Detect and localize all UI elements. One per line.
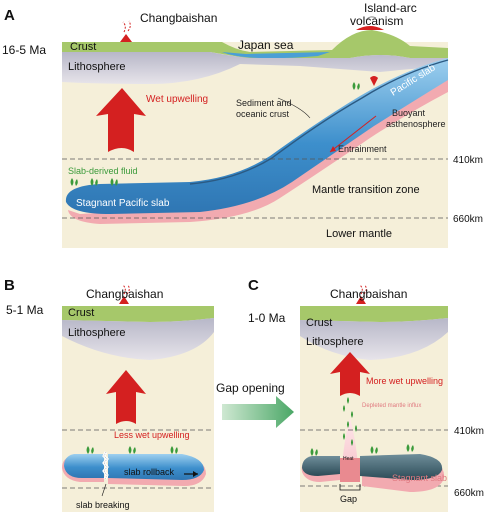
changbaishan-label-b: Changbaishan — [86, 287, 163, 301]
changbaishan-volcano-icon-c — [356, 296, 366, 304]
slab-fluid-drops-a — [70, 82, 360, 186]
wet-upwelling-arrow — [96, 88, 146, 152]
rollback-label: slab rollback — [124, 467, 175, 477]
oceanic-crust-line — [189, 59, 449, 185]
island-arc-line2: volcanism — [350, 14, 403, 28]
arc-melt-icon — [370, 76, 378, 86]
mtz-label: Mantle transition zone — [312, 184, 420, 196]
crust-b — [62, 306, 214, 322]
lithosphere-b — [62, 318, 214, 360]
entrainment-arrow — [329, 115, 377, 153]
stagnant-slab-label-c: Stagnant slab — [392, 473, 447, 483]
crust-a — [62, 30, 448, 58]
gap-label: Gap — [340, 494, 357, 504]
panel-c-letter: C — [248, 277, 259, 294]
crust-label-a: Crust — [70, 41, 96, 53]
gap-bracket — [339, 484, 361, 491]
crust-label-b: Crust — [68, 307, 94, 319]
lithosphere-label-a: Lithosphere — [68, 61, 126, 73]
less-wet-upwelling-arrow — [106, 370, 146, 424]
gap-opening-label: Gap opening — [216, 381, 285, 395]
depleted-mantle-plume — [342, 418, 358, 466]
heat-label: Heat — [343, 456, 354, 462]
arc-smoke-icon — [365, 16, 377, 21]
slab-fluid-drops-b — [86, 446, 178, 454]
arc-volcano-icon — [356, 26, 384, 30]
lithosphere-a — [62, 52, 448, 84]
slab-left-c — [302, 456, 340, 476]
entrainment-label: Entrainment — [338, 144, 387, 154]
slab-crack-outline — [103, 451, 108, 480]
wet-upwelling-label: Wet upwelling — [146, 94, 208, 105]
panel-a-age: 16-5 Ma — [2, 43, 46, 57]
japan-sea-water — [222, 52, 330, 59]
lithosphere-label-c: Lithosphere — [306, 336, 364, 348]
changbaishan-label-c: Changbaishan — [330, 287, 407, 301]
eruption-icon-a — [122, 20, 131, 33]
changbaishan-volcano-icon-a — [120, 34, 132, 42]
panel-c-age: 1-0 Ma — [248, 311, 286, 325]
depleted-influx-label: Depleted mantle influx — [362, 403, 421, 409]
more-wet-upwelling-label: More wet upwelling — [366, 376, 443, 386]
gap-opening-arrow — [222, 396, 294, 428]
panel-a-letter: A — [4, 7, 15, 24]
entrainment-arrowhead — [330, 146, 336, 152]
panel-b: B 5-1 Ma Changbaishan Crust Lithosphere — [4, 277, 214, 512]
more-wet-upwelling-arrow — [330, 352, 370, 396]
buoyant-label: Buoyant asthenosphere — [386, 108, 446, 129]
slab-fluid-drops-c — [310, 444, 414, 456]
crust-c — [300, 306, 448, 322]
slab-fluid-label: Slab-derived fluid — [68, 166, 138, 176]
panel-a: A 16-5 Ma — [2, 1, 483, 248]
breaking-label: slab breaking — [76, 500, 130, 510]
changbaishan-volcano-icon-b — [119, 296, 129, 304]
lower-mantle-label: Lower mantle — [326, 228, 392, 240]
panel-c: C 1-0 Ma Changbaishan Crust Litho — [248, 277, 484, 512]
slab-right-c — [360, 454, 443, 480]
lithosphere-label-b: Lithosphere — [68, 327, 126, 339]
gap-heat-zone — [340, 458, 360, 482]
changbaishan-label-a: Changbaishan — [140, 11, 217, 25]
japan-sea-label: Japan sea — [238, 38, 294, 52]
buoyant-line2: asthenosphere — [386, 119, 446, 129]
island-arc-line1: Island-arc — [364, 1, 417, 15]
island-arc-label: Island-arc volcanism — [350, 1, 420, 28]
sediment-line1: Sediment and — [236, 98, 292, 108]
gap-opening: Gap opening — [216, 381, 294, 428]
stagnant-slab-label-a: Stagnant Pacific slab — [76, 198, 170, 209]
depth-660-label-c: 660km — [454, 488, 484, 499]
eruption-icon-b — [122, 284, 130, 295]
slab-left-b — [64, 454, 104, 478]
slab-right-b — [108, 454, 204, 480]
less-wet-upwelling-label: Less wet upwelling — [114, 430, 190, 440]
eruption-icon-c — [359, 284, 367, 295]
buoyant-line1: Buoyant — [392, 108, 426, 118]
crust-label-c: Crust — [306, 317, 332, 329]
sediment-label: Sediment and oceanic crust — [236, 98, 294, 119]
sediment-pointer — [277, 97, 311, 119]
panel-b-age: 5-1 Ma — [6, 303, 44, 317]
breaking-pointer — [101, 483, 107, 497]
depth-660-label-a: 660km — [453, 214, 483, 225]
sediment-line2: oceanic crust — [236, 109, 290, 119]
lithosphere-c — [300, 318, 448, 360]
depth-410-label-c: 410km — [454, 426, 484, 437]
depth-410-label-a: 410km — [453, 155, 483, 166]
panel-b-letter: B — [4, 277, 15, 294]
rollback-arrowhead — [193, 471, 198, 477]
